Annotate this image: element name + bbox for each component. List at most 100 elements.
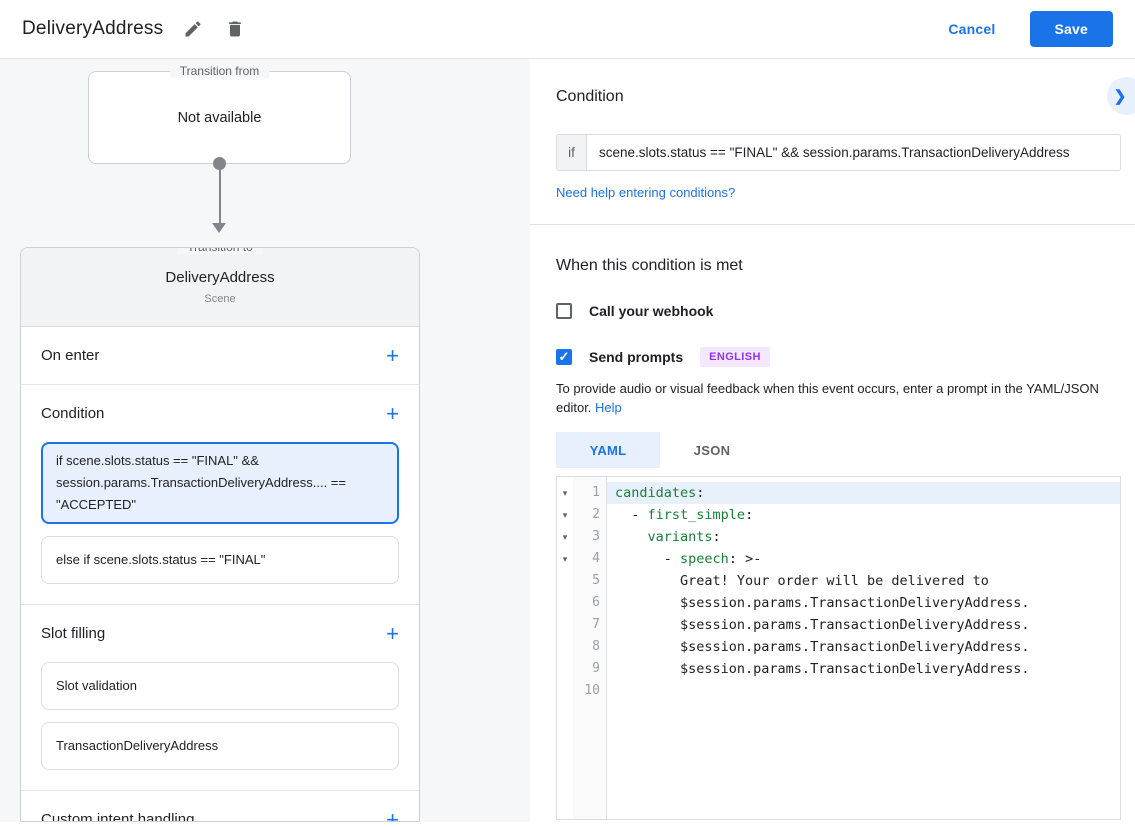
fold-spacer	[557, 570, 573, 592]
line-number: 9	[573, 658, 607, 680]
language-badge: ENGLISH	[700, 347, 770, 367]
send-prompts-checkbox[interactable]: ✓	[556, 349, 572, 365]
code-line[interactable]: 6 $session.params.TransactionDeliveryAdd…	[557, 592, 1120, 614]
plus-icon: +	[386, 343, 399, 368]
if-prefix: if	[557, 135, 587, 170]
code-text: $session.params.TransactionDeliveryAddre…	[607, 592, 1120, 614]
line-number: 3	[573, 526, 607, 548]
code-line[interactable]: 8 $session.params.TransactionDeliveryAdd…	[557, 636, 1120, 658]
save-button[interactable]: Save	[1030, 11, 1114, 47]
fold-spacer	[557, 658, 573, 680]
code-line[interactable]: 9 $session.params.TransactionDeliveryAdd…	[557, 658, 1120, 680]
trash-icon	[225, 19, 245, 39]
add-custom-intent-button[interactable]: +	[386, 809, 399, 823]
check-icon: ✓	[559, 349, 570, 365]
add-on-enter-button[interactable]: +	[386, 345, 399, 367]
code-text: variants:	[607, 526, 1120, 548]
add-slot-button[interactable]: +	[386, 623, 399, 645]
scene-card: Transition to DeliveryAddress Scene On e…	[20, 247, 420, 822]
connector-arrowhead-icon	[212, 223, 226, 233]
slot-cards: Slot validationTransactionDeliveryAddres…	[21, 662, 419, 790]
edit-scene-button[interactable]	[179, 15, 207, 43]
condition-section-title: Condition	[41, 405, 104, 422]
editor-tabs: YAMLJSON	[556, 432, 1121, 468]
line-number: 7	[573, 614, 607, 636]
send-prompts-row: ✓ Send prompts ENGLISH	[556, 347, 1121, 367]
slot-card[interactable]: Slot validation	[41, 662, 399, 710]
code-line[interactable]: ▾1candidates:	[557, 482, 1120, 504]
line-number: 5	[573, 570, 607, 592]
prompt-hint: To provide audio or visual feedback when…	[556, 379, 1121, 417]
line-number: 1	[573, 482, 607, 504]
page-title: DeliveryAddress	[22, 18, 163, 40]
panel-divider	[530, 224, 1135, 225]
code-line[interactable]: 7 $session.params.TransactionDeliveryAdd…	[557, 614, 1120, 636]
conditions-help-link[interactable]: Need help entering conditions?	[556, 185, 1121, 200]
code-text: $session.params.TransactionDeliveryAddre…	[607, 636, 1120, 658]
section-on-enter: On enter +	[21, 327, 419, 385]
plus-icon: +	[386, 807, 399, 823]
fold-spacer	[557, 592, 573, 614]
connector-line	[219, 163, 221, 225]
pencil-icon	[183, 19, 203, 39]
code-line[interactable]: ▾4 - speech: >-	[557, 548, 1120, 570]
line-number: 4	[573, 548, 607, 570]
condition-panel-title: Condition	[556, 88, 1121, 106]
code-line[interactable]: ▾3 variants:	[557, 526, 1120, 548]
section-slot-filling: Slot filling + Slot validationTransactio…	[21, 605, 419, 791]
code-line[interactable]: 5 Great! Your order will be delivered to	[557, 570, 1120, 592]
transition-from-value: Not available	[178, 110, 262, 126]
section-custom-intent: Custom intent handling +	[21, 791, 419, 822]
scene-name: DeliveryAddress	[165, 269, 274, 286]
code-text: - speech: >-	[607, 548, 1120, 570]
scene-type: Scene	[204, 293, 235, 305]
condition-detail-panel: ❯ Condition if scene.slots.status == "FI…	[530, 59, 1135, 827]
scene-card-header: DeliveryAddress Scene	[21, 248, 419, 327]
code-line[interactable]: 10	[557, 680, 1120, 702]
main-content: Transition from Not available Transition…	[0, 59, 1135, 827]
code-text: Great! Your order will be delivered to	[607, 570, 1120, 592]
section-condition: Condition + if scene.slots.status == "FI…	[21, 385, 419, 605]
transition-from-label: Transition from	[170, 64, 270, 78]
plus-icon: +	[386, 401, 399, 426]
scene-flow-panel: Transition from Not available Transition…	[0, 59, 530, 827]
connector-dot	[213, 157, 226, 170]
editor-lines: ▾1candidates:▾2 - first_simple:▾3 varian…	[557, 477, 1120, 702]
code-text	[607, 680, 1120, 702]
on-enter-title: On enter	[41, 347, 99, 364]
when-condition-title: When this condition is met	[556, 257, 1121, 275]
top-bar: DeliveryAddress Cancel Save	[0, 0, 1135, 59]
fold-spacer	[557, 614, 573, 636]
line-number: 10	[573, 680, 607, 702]
code-text: - first_simple:	[607, 504, 1120, 526]
fold-arrow-icon[interactable]: ▾	[557, 526, 573, 548]
bottom-scroll-strip	[0, 822, 530, 827]
line-number: 8	[573, 636, 607, 658]
hint-help-link[interactable]: Help	[595, 400, 622, 415]
fold-arrow-icon[interactable]: ▾	[557, 504, 573, 526]
code-line[interactable]: ▾2 - first_simple:	[557, 504, 1120, 526]
yaml-editor[interactable]: ▾1candidates:▾2 - first_simple:▾3 varian…	[556, 476, 1121, 820]
slot-filling-title: Slot filling	[41, 625, 105, 642]
condition-expression-field: if scene.slots.status == "FINAL" && sess…	[556, 134, 1121, 171]
call-webhook-checkbox[interactable]	[556, 303, 572, 319]
slot-card[interactable]: TransactionDeliveryAddress	[41, 722, 399, 770]
tab-yaml[interactable]: YAML	[556, 432, 660, 468]
send-prompts-label: Send prompts	[589, 349, 683, 365]
fold-arrow-icon[interactable]: ▾	[557, 548, 573, 570]
transition-from-box: Transition from Not available	[88, 71, 351, 164]
fold-arrow-icon[interactable]: ▾	[557, 482, 573, 504]
add-condition-button[interactable]: +	[386, 403, 399, 425]
collapse-panel-button[interactable]: ❯	[1107, 77, 1135, 115]
plus-icon: +	[386, 621, 399, 646]
transition-to-label: Transition to	[177, 247, 263, 254]
condition-if-input[interactable]: scene.slots.status == "FINAL" && session…	[587, 135, 1120, 170]
condition-card[interactable]: if scene.slots.status == "FINAL" && sess…	[41, 442, 399, 524]
call-webhook-label: Call your webhook	[589, 303, 713, 319]
tab-json[interactable]: JSON	[660, 432, 764, 468]
code-text: candidates:	[607, 482, 1120, 504]
condition-card[interactable]: else if scene.slots.status == "FINAL"	[41, 536, 399, 584]
delete-scene-button[interactable]	[221, 15, 249, 43]
custom-intent-title: Custom intent handling	[41, 811, 194, 822]
cancel-button[interactable]: Cancel	[948, 21, 995, 37]
